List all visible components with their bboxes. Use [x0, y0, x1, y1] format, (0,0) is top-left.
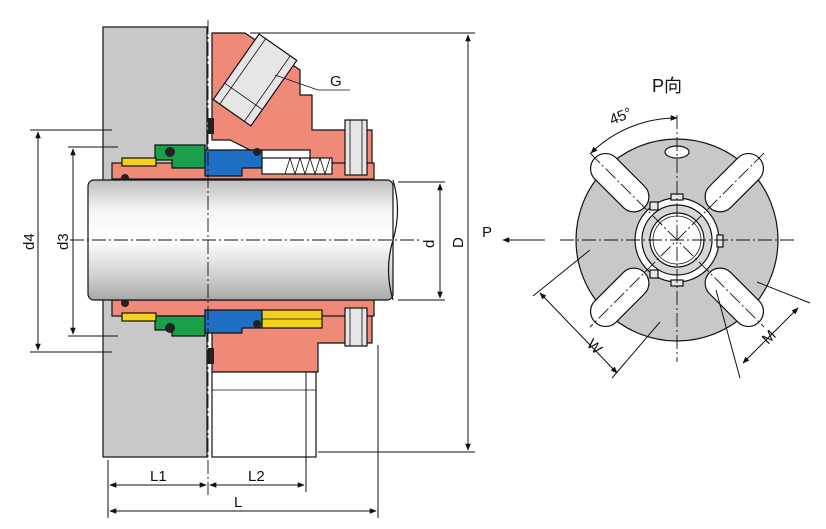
- collar-screw: [649, 201, 659, 211]
- label-d4: d4: [21, 233, 38, 250]
- label-p-view: P向: [652, 76, 682, 96]
- gland-flange-lower: [211, 371, 317, 458]
- label-d3: d3: [55, 233, 72, 250]
- label-p: P: [482, 224, 492, 241]
- end-view: P向 45°: [532, 76, 811, 379]
- view-direction-arrow: P: [482, 224, 545, 243]
- o-ring: [253, 148, 261, 156]
- label-L2: L2: [248, 468, 265, 485]
- collar-screw: [649, 269, 659, 279]
- o-ring: [253, 320, 261, 328]
- shaft-break: [387, 179, 399, 301]
- drive-pin-upper: [121, 157, 157, 167]
- collar-screw: [716, 234, 724, 248]
- drive-pin-lower: [121, 312, 157, 322]
- label-g: G: [330, 73, 342, 90]
- label-d: d: [421, 240, 438, 248]
- o-ring: [121, 299, 129, 307]
- o-ring: [165, 323, 175, 333]
- rotating-ring-upper: [204, 149, 263, 177]
- set-screw-upper: [344, 119, 368, 176]
- label-L1: L1: [150, 468, 167, 485]
- label-L: L: [234, 494, 242, 511]
- spring-pins-lower: [261, 309, 323, 329]
- flush-port: [212, 33, 298, 127]
- angle-arc: [590, 115, 678, 154]
- o-ring: [165, 147, 175, 157]
- label-w: W: [583, 336, 606, 359]
- label-D: D: [450, 237, 467, 248]
- gasket: [208, 118, 214, 134]
- gasket: [208, 348, 214, 364]
- label-angle: 45°: [607, 104, 634, 128]
- spring-upper: [261, 156, 333, 176]
- set-screw-lower: [344, 307, 368, 347]
- section-view: G d4 d3 d D L1 L2 L: [21, 20, 475, 518]
